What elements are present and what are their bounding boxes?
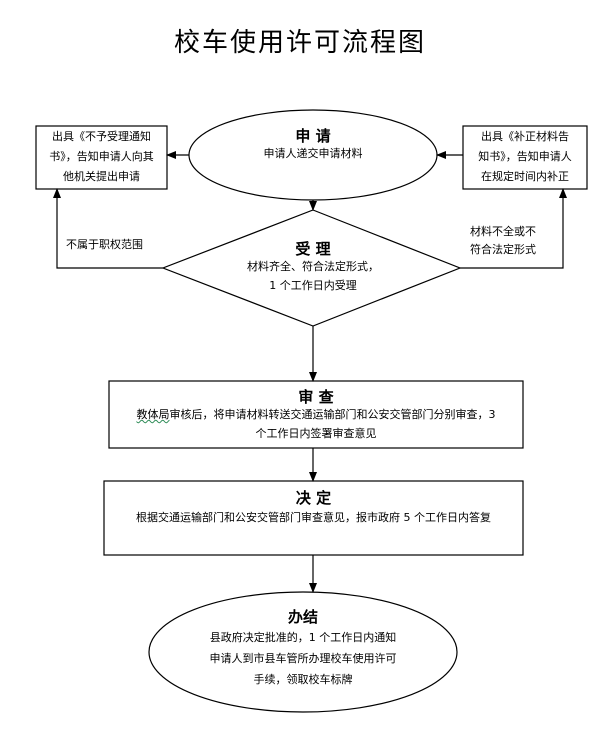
complete-line-1: 县政府决定批准的，1 个工作日内通知 bbox=[209, 631, 397, 644]
complete-line-2: 申请人到市县车管所办理校车使用许可 bbox=[209, 652, 397, 665]
supplement-edge-label-1: 材料不全或不 bbox=[470, 225, 536, 238]
apply-heading: 申 请 bbox=[295, 127, 331, 145]
page-title: 校车使用许可流程图 bbox=[173, 28, 426, 58]
review-line-2: 个工作日内签署审查意见 bbox=[255, 427, 377, 440]
complete-line-3: 手续，领取校车标牌 bbox=[253, 673, 353, 686]
supplement-line-2: 知书》，告知申请人 bbox=[478, 150, 572, 163]
complete-node bbox=[148, 591, 458, 713]
accept-heading: 受 理 bbox=[295, 240, 331, 258]
supplement-edge-label-2: 符合法定形式 bbox=[470, 243, 536, 256]
arrow-accept-to-reject bbox=[53, 188, 163, 269]
reject-line-2: 书》，告知申请人向其 bbox=[49, 150, 154, 163]
complete-heading: 办结 bbox=[287, 608, 318, 626]
arrow-accept-to-supplement bbox=[460, 188, 567, 269]
review-line-1-rest: 审核后，将申请材料转送交通运输部门和公安交管部门分别审查，3 bbox=[169, 408, 496, 421]
decision-heading: 决 定 bbox=[295, 489, 332, 507]
accept-line-1: 材料齐全、符合法定形式， bbox=[247, 260, 379, 273]
review-prefix: 教体局 bbox=[136, 408, 170, 421]
review-line-1: 教体局审核后，将申请材料转送交通运输部门和公安交管部门分别审查，3 bbox=[109, 404, 523, 425]
supplement-line-1: 出具《补正材料告 bbox=[481, 130, 569, 143]
accept-line-2: 1 个工作日内受理 bbox=[269, 279, 357, 292]
reject-line-1: 出具《不予受理通知 bbox=[52, 130, 151, 143]
apply-text: 申请人递交申请材料 bbox=[263, 147, 363, 160]
supplement-box bbox=[462, 125, 588, 190]
review-heading: 审 查 bbox=[298, 388, 334, 406]
reject-line-3: 他机关提出申请 bbox=[63, 170, 140, 183]
decision-text: 根据交通运输部门和公安交管部门审查意见，报市政府 5 个工作日内答复 bbox=[136, 511, 491, 524]
supplement-line-3: 在规定时间内补正 bbox=[481, 170, 569, 183]
reject-edge-label: 不属于职权范围 bbox=[66, 238, 143, 251]
